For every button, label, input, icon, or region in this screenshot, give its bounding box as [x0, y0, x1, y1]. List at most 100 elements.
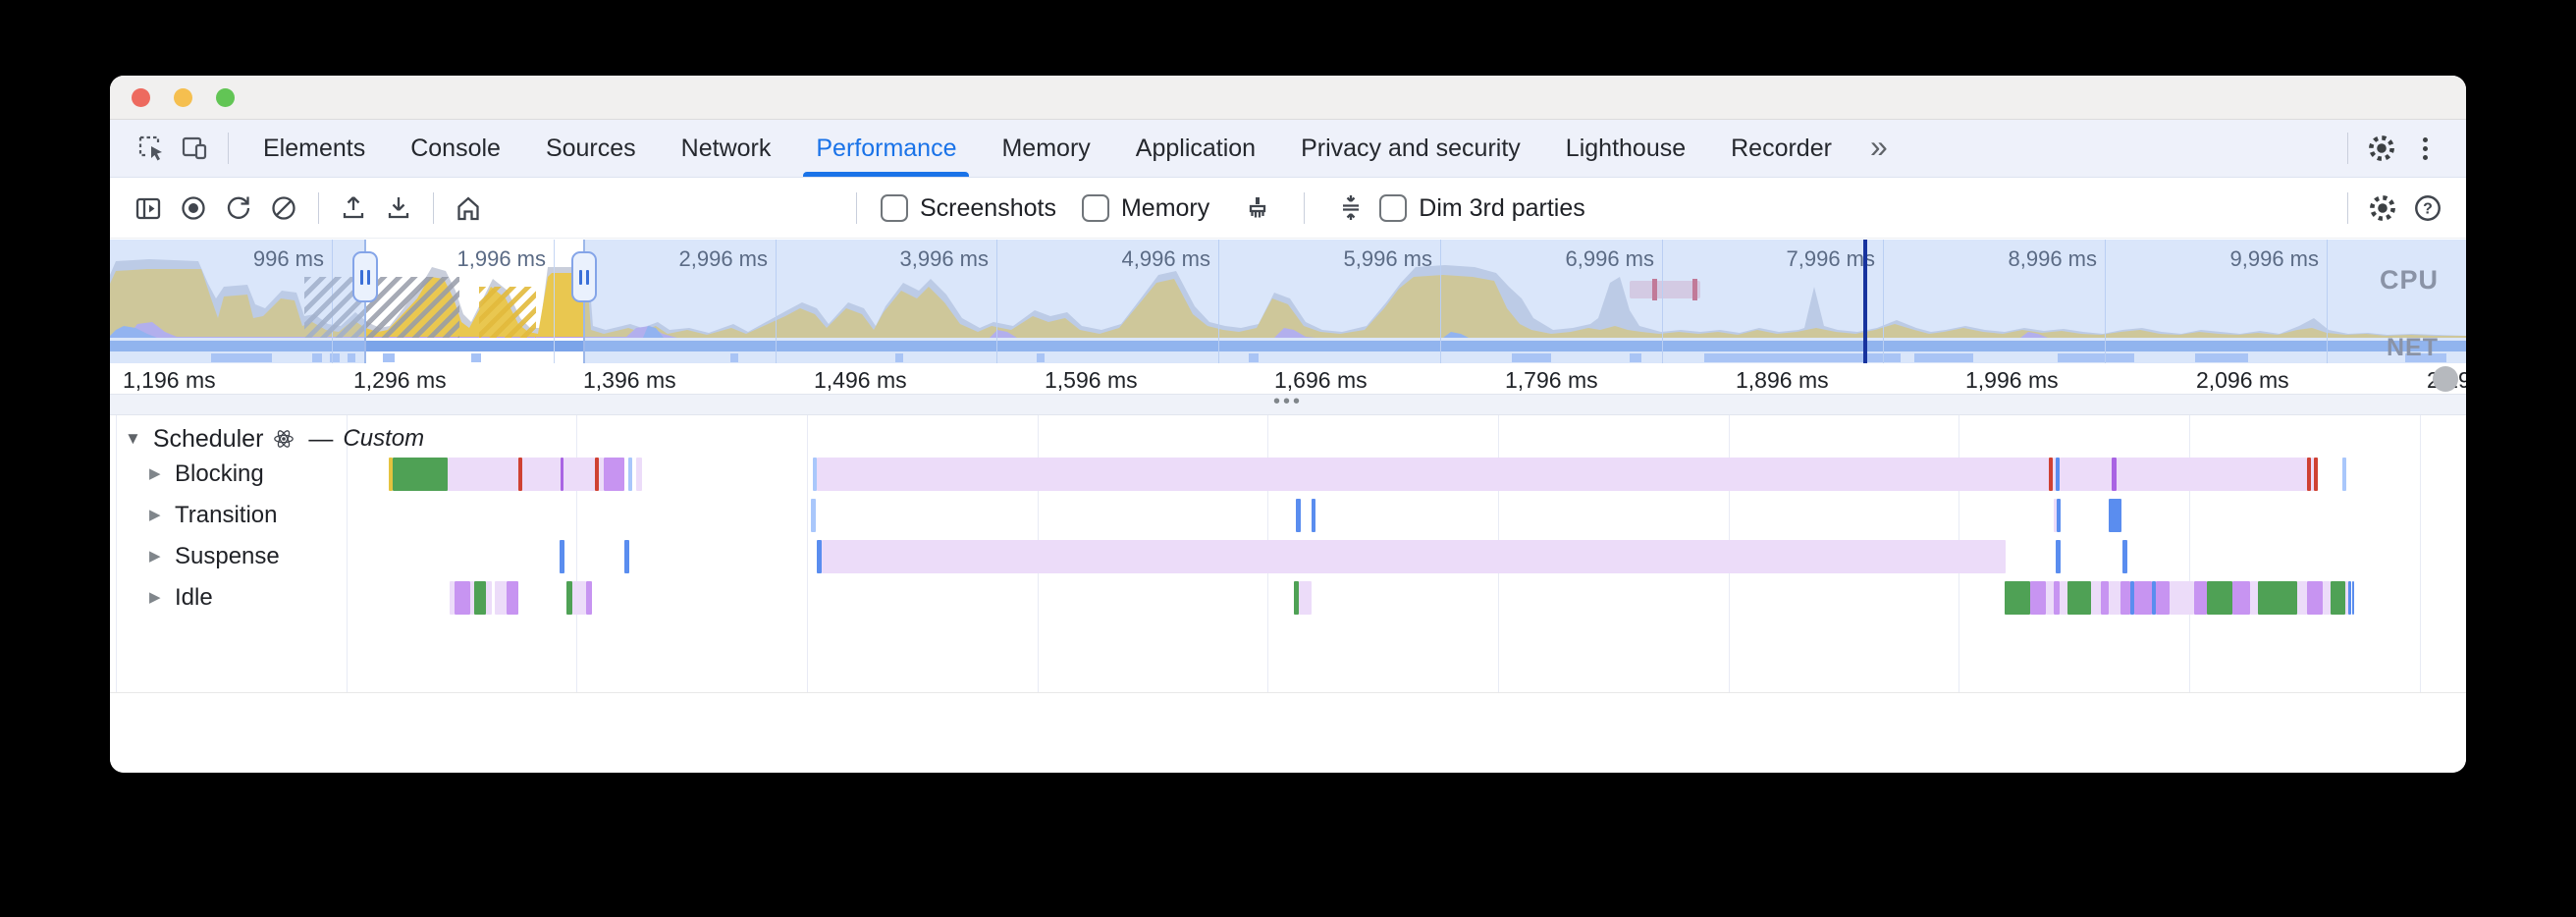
tab-recorder[interactable]: Recorder	[1708, 120, 1854, 177]
flame-bar-segment[interactable]	[2232, 581, 2250, 615]
record-icon[interactable]	[171, 187, 216, 230]
flame-bar-segment[interactable]	[1312, 499, 1315, 532]
dim-3rd-parties-checkbox[interactable]: Dim 3rd parties	[1379, 194, 1585, 223]
flame-bar-segment[interactable]	[564, 458, 595, 491]
flame-bar-segment[interactable]	[2207, 581, 2232, 615]
flame-bar-segment[interactable]	[2120, 581, 2130, 615]
tab-console[interactable]: Console	[388, 120, 523, 177]
close-window-button[interactable]	[132, 88, 150, 107]
flame-bar-segment[interactable]	[2060, 581, 2067, 615]
minimize-window-button[interactable]	[174, 88, 192, 107]
flame-bar-segment[interactable]	[599, 458, 604, 491]
flame-bar-segment[interactable]	[2156, 581, 2170, 615]
flame-bar-segment[interactable]	[2112, 458, 2117, 491]
flame-bar-segment[interactable]	[624, 540, 629, 573]
inspect-element-icon[interactable]	[130, 127, 173, 170]
flame-bar-segment[interactable]	[2057, 499, 2061, 532]
tab-network[interactable]: Network	[659, 120, 794, 177]
flame-bar-segment[interactable]	[2297, 581, 2307, 615]
flame-bar-segment[interactable]	[1299, 581, 1312, 615]
expand-row-arrow-icon[interactable]: ▶	[149, 507, 161, 523]
flame-bar-segment[interactable]	[450, 581, 455, 615]
flame-bar-segment[interactable]	[2054, 581, 2060, 615]
expand-row-arrow-icon[interactable]: ▶	[149, 589, 161, 606]
collapse-tracks-icon[interactable]	[1328, 187, 1373, 230]
upload-profile-icon[interactable]	[331, 187, 376, 230]
garbage-collect-brush-icon[interactable]	[1235, 187, 1280, 230]
flame-bar-segment[interactable]	[2109, 581, 2120, 615]
panel-splitter-handle[interactable]: •••	[110, 392, 2466, 415]
flame-bar-segment[interactable]	[561, 458, 564, 491]
track-row-suspense[interactable]: ▶Suspense	[110, 540, 2466, 573]
download-profile-icon[interactable]	[376, 187, 421, 230]
flame-bar-segment[interactable]	[586, 581, 592, 615]
tab-application[interactable]: Application	[1113, 120, 1278, 177]
flame-bar-segment[interactable]	[566, 581, 572, 615]
playhead-marker[interactable]	[1863, 240, 1867, 363]
flame-bar-segment[interactable]	[595, 458, 599, 491]
dim-3rd-parties-checkbox-box[interactable]	[1379, 194, 1408, 222]
flame-bar-segment[interactable]	[560, 540, 564, 573]
flame-bar-segment[interactable]	[486, 581, 492, 615]
selection-left-handle[interactable]	[352, 251, 378, 302]
flame-bar-segment[interactable]	[2307, 581, 2323, 615]
flame-bar-segment[interactable]	[604, 458, 624, 491]
record-and-reload-icon[interactable]	[216, 187, 261, 230]
flame-bar-segment[interactable]	[2311, 458, 2314, 491]
flame-bar-segment[interactable]	[1296, 499, 1301, 532]
flame-bar-segment[interactable]	[507, 581, 518, 615]
flame-bar-segment[interactable]	[2352, 581, 2354, 615]
flame-bar-segment[interactable]	[811, 499, 816, 532]
flame-bar-segment[interactable]	[2122, 540, 2127, 573]
memory-checkbox[interactable]: Memory	[1081, 194, 1209, 223]
flame-bar-segment[interactable]	[474, 581, 486, 615]
device-toolbar-icon[interactable]	[173, 127, 216, 170]
ruler-scroll-thumb[interactable]	[2433, 366, 2458, 392]
flame-bar-segment[interactable]	[2005, 581, 2030, 615]
tab-memory[interactable]: Memory	[979, 120, 1112, 177]
track-row-transition[interactable]: ▶Transition	[110, 499, 2466, 532]
flamechart-tracks[interactable]: ▼ Scheduler — Custom ▶Blocking▶Transitio…	[110, 415, 2466, 692]
flame-bar-segment[interactable]	[518, 458, 522, 491]
capture-settings-gear-icon[interactable]	[2360, 187, 2405, 230]
flame-bar-segment[interactable]	[470, 581, 474, 615]
flame-bar-segment[interactable]	[2345, 581, 2348, 615]
track-row-idle[interactable]: ▶Idle	[110, 581, 2466, 615]
flame-bar-segment[interactable]	[628, 458, 632, 491]
toggle-sidebar-icon[interactable]	[126, 187, 171, 230]
flame-bar-segment[interactable]	[495, 581, 507, 615]
flame-bar-segment[interactable]	[2134, 581, 2152, 615]
flame-bar-segment[interactable]	[822, 540, 2006, 573]
flame-bar-segment[interactable]	[2067, 581, 2091, 615]
flame-bar-segment[interactable]	[522, 458, 561, 491]
flame-bar-segment[interactable]	[572, 581, 586, 615]
expand-row-arrow-icon[interactable]: ▶	[149, 465, 161, 482]
flame-bar-segment[interactable]	[2046, 581, 2054, 615]
flame-bar-segment[interactable]	[2194, 581, 2207, 615]
flame-bar-segment[interactable]	[2331, 581, 2345, 615]
flame-bar-segment[interactable]	[2170, 581, 2194, 615]
tab-performance[interactable]: Performance	[793, 120, 979, 177]
zoom-window-button[interactable]	[216, 88, 235, 107]
tab-privacy-and-security[interactable]: Privacy and security	[1278, 120, 1543, 177]
flame-bar-segment[interactable]	[2250, 581, 2258, 615]
flame-bar-segment[interactable]	[448, 458, 518, 491]
flame-bar-segment[interactable]	[2109, 499, 2121, 532]
flame-bar-segment[interactable]	[2054, 499, 2057, 532]
flame-bar-segment[interactable]	[2049, 458, 2053, 491]
flame-bar-segment[interactable]	[2307, 458, 2311, 491]
flame-bar-segment[interactable]	[813, 458, 817, 491]
flame-bar-segment[interactable]	[817, 458, 2049, 491]
flame-bar-segment[interactable]	[2117, 458, 2307, 491]
flame-bar-segment[interactable]	[2056, 540, 2061, 573]
flame-bar-segment[interactable]	[389, 458, 393, 491]
flame-bar-segment[interactable]	[2323, 581, 2331, 615]
clear-icon[interactable]	[261, 187, 306, 230]
devtools-settings-gear-icon[interactable]	[2360, 127, 2403, 170]
flame-bar-segment[interactable]	[817, 540, 822, 573]
flame-bar-segment[interactable]	[2060, 458, 2112, 491]
flame-bar-segment[interactable]	[2152, 581, 2156, 615]
tab-lighthouse[interactable]: Lighthouse	[1543, 120, 1708, 177]
home-icon[interactable]	[446, 187, 491, 230]
